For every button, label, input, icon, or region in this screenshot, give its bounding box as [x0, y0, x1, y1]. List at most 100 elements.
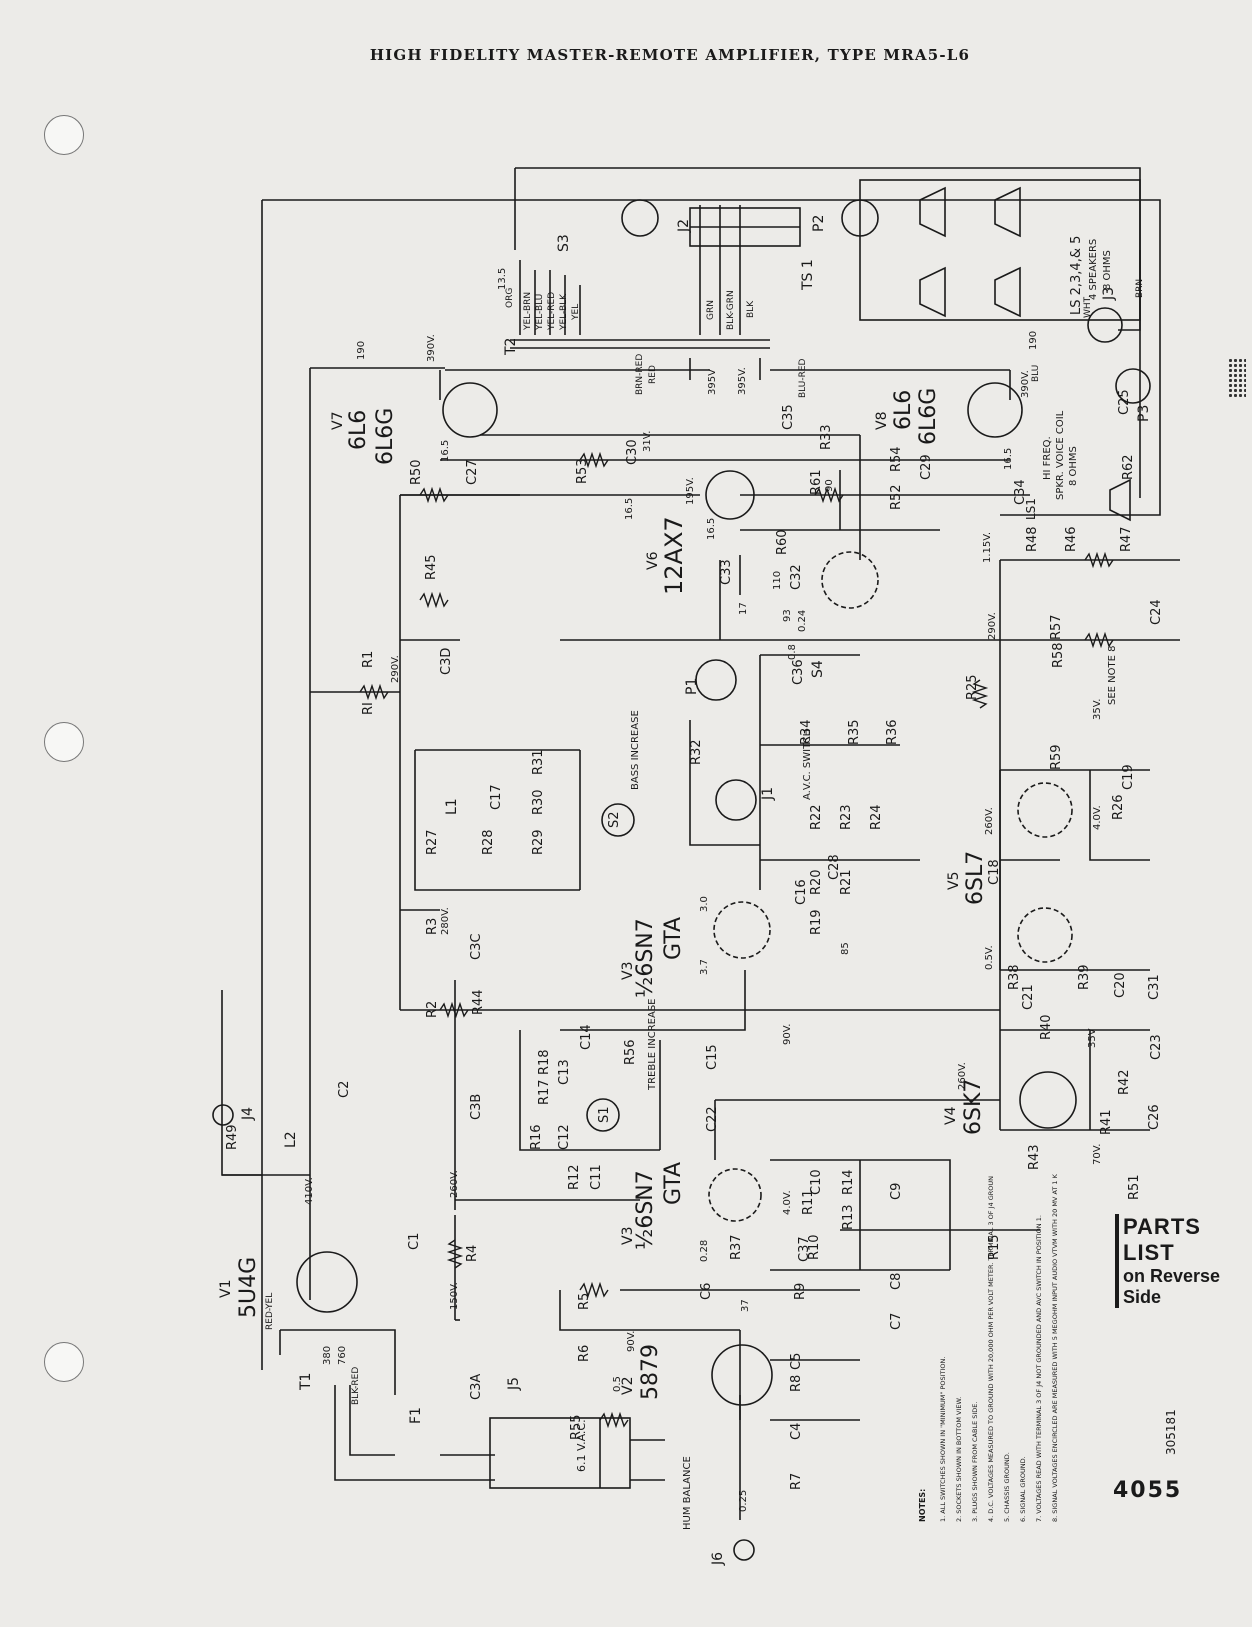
ref-r20: R20 [809, 869, 824, 895]
label-vac: 6.1 V.A.C. [575, 1419, 588, 1472]
tube-v4 [1019, 1071, 1077, 1129]
ref-r41: R41 [1099, 1109, 1114, 1135]
plug-p3 [1115, 368, 1151, 404]
wire-blk: BLK [746, 300, 756, 318]
resistor-symbols [359, 451, 1114, 1429]
wire-red: RED [648, 365, 658, 384]
ref-c6: C6 [699, 1283, 714, 1300]
label-v7-ref: V7 [330, 412, 346, 430]
note-item: 1. ALL SWITCHES SHOWN IN "MINIMUM" POSIT… [939, 1357, 947, 1522]
tube-v6b [821, 551, 879, 609]
ref-ri: RI [361, 702, 376, 715]
ref-r13: R13 [841, 1204, 856, 1230]
v-290a: 290V. [390, 655, 401, 683]
ref-r31: R31 [531, 749, 546, 775]
ref-r6: R6 [577, 1345, 592, 1362]
label-s4: S4 [810, 660, 826, 678]
ref-r56: R56 [623, 1039, 638, 1065]
ref-r34: R34 [799, 719, 814, 745]
ref-r32: R32 [689, 739, 704, 765]
wire-redyel: RED-YEL [265, 1293, 275, 1330]
sig-135: 13.5 [497, 268, 508, 290]
tube-envelopes [212, 186, 1151, 1561]
ref-c21: C21 [1021, 984, 1036, 1010]
tube-v5a [1017, 782, 1073, 838]
label-v3b-ref: V3 [620, 1227, 636, 1245]
ref-c37: C37 [797, 1236, 812, 1262]
wire-yelblu: YEL-BLU [535, 294, 545, 331]
ref-c22: C22 [705, 1106, 720, 1132]
label-t1: T1 [298, 1373, 314, 1391]
label-v2-type: 5879 [638, 1344, 663, 1400]
v-90: 90 [824, 479, 835, 492]
ref-c35: C35 [781, 404, 796, 430]
ref-r12: R12 [567, 1164, 582, 1190]
v-395b: 395V. [737, 367, 748, 395]
wire-grn: GRN [706, 300, 716, 320]
v-40b: 4.0V. [782, 1190, 793, 1215]
ref-r11: R11 [801, 1189, 816, 1215]
label-j1: J1 [760, 787, 776, 801]
ref-r54: R54 [889, 446, 904, 472]
tube-v2 [711, 1344, 773, 1406]
ref-r44: R44 [471, 989, 486, 1015]
ref-c5: C5 [789, 1353, 804, 1370]
ref-r49: R49 [225, 1124, 240, 1150]
wire-yelbrn: YEL-BRN [523, 292, 533, 331]
label-j6: J6 [710, 1552, 726, 1566]
ref-r16: R16 [529, 1124, 544, 1150]
wire-yel: YEL [571, 304, 581, 321]
ref-c3c: C3C [469, 934, 484, 960]
ref-r58: R58 [1051, 642, 1066, 668]
schematic-wires [221, 167, 1180, 1520]
ref-r8: R8 [789, 1375, 804, 1392]
ref-c16: C16 [794, 879, 809, 905]
ref-r2: R2 [425, 1001, 440, 1018]
ref-r39: R39 [1077, 964, 1092, 990]
label-see-note: SEE NOTE 8 [1107, 646, 1118, 705]
v-31: 31V. [642, 431, 653, 452]
ref-c8: C8 [889, 1273, 904, 1290]
ref-c12: C12 [557, 1124, 572, 1150]
ref-c30: C30 [625, 439, 640, 465]
ref-c14: C14 [579, 1024, 594, 1050]
parts-list-note: PARTS LIST on Reverse Side [1115, 1214, 1252, 1308]
jack-j4 [212, 1104, 234, 1126]
wire-brn: BRN [1135, 279, 1145, 298]
sig-110: 110 [772, 571, 783, 590]
ref-r9: R9 [793, 1283, 808, 1300]
ref-r40: R40 [1039, 1014, 1054, 1040]
ref-r14: R14 [841, 1169, 856, 1195]
label-v3b-type: ½6SN7 [633, 1170, 658, 1250]
label-j5: J5 [506, 1377, 522, 1391]
label-v3b-type2: GTA [661, 1162, 686, 1205]
ref-c33: C33 [719, 559, 734, 585]
tube-v8 [967, 382, 1023, 438]
label-v8-ref: V8 [874, 412, 890, 430]
note-item: 6. SIGNAL GROUND. [1019, 1456, 1027, 1522]
label-ts1: TS 1 [800, 259, 816, 291]
v-150: 150V. [449, 1282, 460, 1310]
speaker-ls3 [994, 186, 1021, 238]
label-avc-switch: A.V.C. SWITCH [802, 729, 813, 800]
sig-165c: 16.5 [624, 498, 635, 520]
label-s1: S1 [597, 1106, 612, 1123]
ref-c15: C15 [705, 1044, 720, 1070]
v-093: 93 [782, 609, 793, 622]
note-item: 4. D.C. VOLTAGES MEASURED TO GROUND WITH… [987, 1176, 995, 1522]
ref-r30: R30 [531, 789, 546, 815]
ref-c1: C1 [407, 1233, 422, 1250]
ref-r33: R33 [819, 424, 834, 450]
label-ls1-sub1: HI FREQ. [1042, 436, 1053, 480]
label-p3: P3 [1136, 405, 1152, 422]
ref-r4: R4 [465, 1245, 480, 1262]
v-70: 70V. [1092, 1144, 1103, 1165]
wire-blkred: BLK-RED [351, 1367, 361, 1405]
label-v3a-type: ½6SN7 [633, 918, 658, 998]
ref-r3: R3 [425, 918, 440, 935]
v-195: 195V. [685, 477, 696, 505]
ref-c27: C27 [465, 459, 480, 485]
ref-r43: R43 [1027, 1144, 1042, 1170]
v-35a: 35V. [1092, 699, 1103, 720]
